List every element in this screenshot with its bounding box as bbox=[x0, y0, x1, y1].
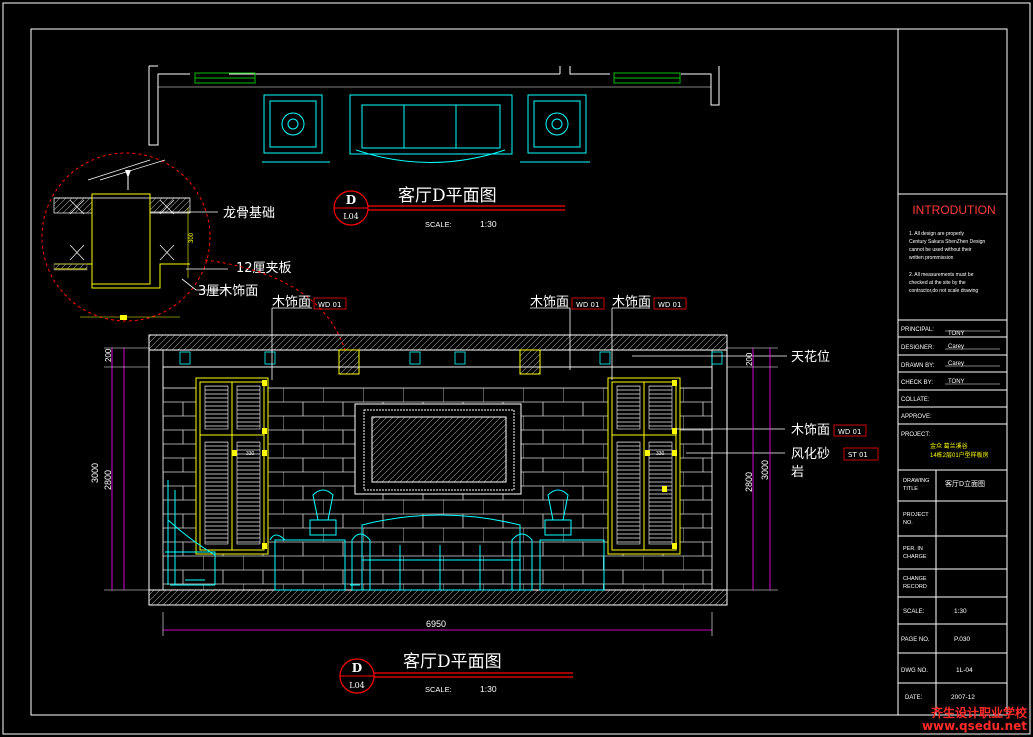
panel-heading: INTRODUTION bbox=[912, 203, 995, 217]
dim-2800-left: 2800 bbox=[103, 470, 113, 490]
change-label-1: CHANGE bbox=[903, 576, 927, 582]
watermark: 齐生设计职业学校 www.qsedu.net bbox=[922, 707, 1027, 733]
callout-wood-a: 木饰面 bbox=[272, 295, 311, 310]
elev-bubble-ref: L04 bbox=[349, 681, 365, 690]
scale-row-value: 1:30 bbox=[954, 608, 967, 615]
drawing-title-label-1: DRAWING bbox=[903, 478, 929, 484]
bubble-ref: L04 bbox=[343, 212, 359, 221]
callout-sand-2: 岩 bbox=[791, 465, 804, 480]
row-label-check-by: CHECK BY: bbox=[901, 380, 933, 386]
drawing-title-label-2: TITLE bbox=[903, 486, 918, 492]
callout-wood-b: 木饰面 bbox=[530, 295, 569, 310]
change-label-2: RECORD bbox=[903, 584, 927, 590]
row-label-approve: APPROVE: bbox=[901, 414, 932, 420]
detail-callout: 300 龙骨基础 12厘夹板 3厘木饰面 bbox=[41, 152, 346, 351]
page-row-value: P.030 bbox=[954, 636, 971, 643]
row-label-collate: COLLATE: bbox=[901, 397, 930, 403]
callout-ceiling: 天花位 bbox=[791, 349, 830, 365]
callout-wood-c: 木饰面 bbox=[612, 295, 651, 310]
dim-330-left: 330 bbox=[246, 451, 255, 457]
project-value-1: 金众 葛兰溪谷 bbox=[930, 442, 968, 450]
elevation-callouts: 木饰面 WD 01 木饰面 WD 01 木饰面 WD 01 天花位 木饰面 WD… bbox=[271, 295, 879, 480]
page-row-label: PAGE NO. bbox=[901, 637, 930, 643]
dim-top-200-right: 200 bbox=[745, 352, 754, 366]
panel-notes: 1. All design are properly Century Sakur… bbox=[909, 231, 985, 294]
note-line: 2. All measurements must be bbox=[909, 272, 974, 278]
plan-view bbox=[148, 65, 720, 163]
note-line: checked at the site by the bbox=[909, 280, 966, 286]
plan-scale-label: SCALE: bbox=[425, 220, 452, 229]
charge-label-1: PER. IN bbox=[903, 546, 923, 552]
dwg-row-value: 1L-04 bbox=[956, 667, 973, 674]
callout-wood-a-tag: WD 01 bbox=[318, 301, 341, 309]
dim-3000-right: 3000 bbox=[760, 460, 770, 480]
dim-6950: 6950 bbox=[426, 619, 446, 629]
watermark-url: www.qsedu.net bbox=[921, 719, 1027, 733]
note-line: Century Sakura ShenZhen Design bbox=[909, 239, 985, 245]
plan-title-block: D L04 客厅D平面图 SCALE: 1:30 bbox=[333, 186, 565, 229]
elev-scale-label: SCALE: bbox=[425, 685, 452, 694]
callout-wood-c-tag: WD 01 bbox=[658, 301, 681, 309]
elev-bubble-letter: D bbox=[352, 661, 362, 675]
detail-dim-300: 300 bbox=[189, 232, 195, 243]
dwg-row-label: DWG NO. bbox=[901, 668, 928, 674]
callout-ply12: 12厘夹板 bbox=[236, 261, 292, 276]
date-row-label: DATE: bbox=[905, 695, 923, 701]
panel-rows: PRINCIPAL: TONY DESIGNER: Carey DRAWN BY… bbox=[898, 327, 1007, 425]
elevation-title-block: D L04 客厅D平面图 SCALE: 1:30 bbox=[339, 652, 573, 694]
dim-3000-left: 3000 bbox=[90, 463, 100, 483]
elev-scale-value: 1:30 bbox=[480, 684, 497, 694]
row-label-designer: DESIGNER: bbox=[901, 345, 934, 351]
callout-sand-1: 风化砂 bbox=[791, 447, 830, 462]
bubble-letter: D bbox=[346, 193, 356, 207]
dim-top-200-left: 200 bbox=[104, 348, 113, 362]
note-line: cannot be used without their bbox=[909, 247, 972, 253]
plan-scale-value: 1:30 bbox=[480, 219, 497, 229]
dimension-lines: 200 3000 2800 200 2800 3000 6950 bbox=[90, 347, 778, 636]
callout-wood-b-tag: WD 01 bbox=[576, 301, 599, 309]
row-label-principal: PRINCIPAL: bbox=[901, 327, 934, 333]
project-value-2: 14栋2层01户型样板房 bbox=[930, 451, 989, 459]
callout-wood-r: 木饰面 bbox=[791, 423, 830, 438]
row-value-check-by: TONY bbox=[948, 379, 965, 385]
row-label-drawn-by: DRAWN BY: bbox=[901, 363, 935, 369]
watermark-name: 齐生设计职业学校 bbox=[930, 706, 1027, 720]
callout-keel: 龙骨基础 bbox=[223, 206, 275, 221]
row-value-principal: TONY bbox=[948, 331, 965, 337]
callout-wood-r-tag: WD 01 bbox=[838, 428, 861, 436]
note-line: written prommission bbox=[909, 255, 954, 261]
note-line: contractor,do not scale drawing bbox=[909, 288, 978, 294]
dim-2800-right: 2800 bbox=[744, 472, 754, 492]
project-no-label-1: PROJECT bbox=[903, 512, 929, 518]
scale-row-label: SCALE: bbox=[903, 609, 925, 615]
row-value-designer: Carey bbox=[948, 344, 964, 350]
charge-label-2: CHARGE bbox=[903, 554, 927, 560]
callout-wood3: 3厘木饰面 bbox=[198, 284, 258, 299]
note-line: 1. All design are properly bbox=[909, 231, 965, 237]
project-label: PROJECT: bbox=[901, 432, 930, 438]
project-no-label-2: NO. bbox=[903, 520, 913, 526]
row-value-drawn-by: Carey bbox=[948, 361, 964, 367]
title-panel: INTRODUTION 1. All design are properly C… bbox=[897, 29, 1007, 715]
date-row-value: 2007-12 bbox=[951, 694, 975, 701]
callout-sand-tag: ST 01 bbox=[848, 451, 868, 459]
elevation-view: 330 330 bbox=[148, 334, 728, 606]
dim-330-right: 330 bbox=[656, 451, 665, 457]
plan-title: 客厅D平面图 bbox=[398, 186, 497, 206]
drawing-title-value: 客厅D立面图 bbox=[945, 479, 985, 488]
elev-title: 客厅D平面图 bbox=[403, 652, 502, 672]
